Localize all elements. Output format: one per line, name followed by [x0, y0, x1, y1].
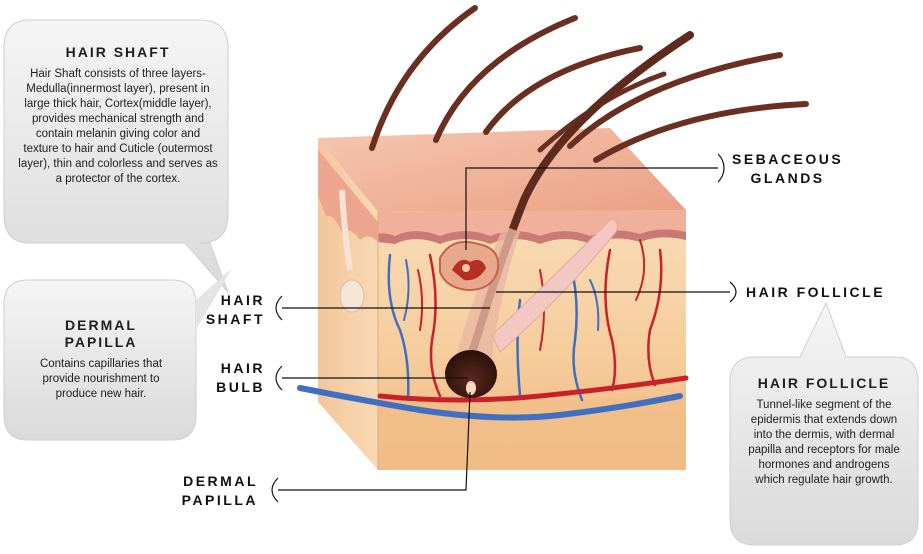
label-dermal-papilla-line2: PAPILLA — [181, 492, 258, 508]
label-sebaceous-line2: GLANDS — [750, 170, 825, 186]
dermal-papilla-callout-body: Contains capillaries that provide nouris… — [39, 358, 163, 400]
hair-follicle-callout-body: Tunnel-like segment of the epidermis tha… — [748, 399, 900, 486]
dermal-papilla-callout: DERMAL PAPILLA Contains capillaries that… — [22, 317, 180, 402]
dermal-papilla-bubble-shape — [3, 268, 232, 441]
label-hair-follicle: HAIR FOLLICLE — [746, 284, 886, 300]
label-dermal-papilla: DERMAL PAPILLA — [166, 472, 258, 510]
hair-shaft-callout-body: Hair Shaft consists of three layers- Med… — [18, 68, 218, 185]
blood-vessels — [297, 239, 689, 421]
hair-shaft-callout: HAIR SHAFT Hair Shaft consists of three … — [18, 44, 218, 187]
arrector-muscle — [491, 217, 618, 353]
label-hair-shaft-line1: HAIR — [220, 292, 265, 308]
label-hair-bulb-line2: BULB — [216, 379, 265, 395]
hair-shaft-callout-title: HAIR SHAFT — [65, 44, 171, 60]
leader-lines — [271, 153, 737, 503]
dermal-papilla-callout-title-2: PAPILLA — [64, 334, 138, 350]
label-sebaceous-glands: SEBACEOUS GLANDS — [732, 150, 843, 188]
label-dermal-papilla-line1: DERMAL — [183, 473, 258, 489]
label-hair-shaft-line2: SHAFT — [205, 311, 265, 327]
sebaceous-gland — [439, 240, 500, 292]
dermal-papilla-callout-title-1: DERMAL — [65, 317, 137, 333]
label-sebaceous-line1: SEBACEOUS — [732, 151, 844, 167]
hair-follicle-structure — [445, 226, 520, 398]
label-hair-bulb: HAIR BULB — [195, 359, 265, 397]
hair-follicle-callout-title: HAIR FOLLICLE — [757, 375, 891, 391]
hair-follicle-bubble-shape — [729, 301, 919, 546]
hair-shaft-bubble-shape — [3, 19, 229, 293]
hair-follicle-callout: HAIR FOLLICLE Tunnel-like segment of the… — [744, 375, 904, 488]
label-hair-bulb-line1: HAIR — [220, 360, 265, 376]
label-hair-shaft: HAIR SHAFT — [195, 291, 265, 329]
